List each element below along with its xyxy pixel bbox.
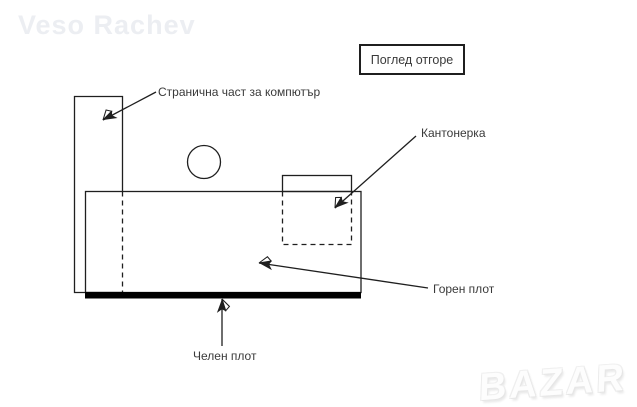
side-panel-outline bbox=[73, 95, 124, 294]
front-panel-bar bbox=[85, 292, 361, 299]
top-panel-outline bbox=[84, 190, 362, 294]
author-watermark: Veso Rachev bbox=[18, 10, 196, 40]
view-title-box: Поглед отгоре bbox=[359, 44, 465, 75]
leader-arrow-side-panel bbox=[102, 91, 157, 121]
leader-arrow-top-panel bbox=[258, 256, 429, 289]
cabinet-label: Кантонерка bbox=[421, 126, 486, 140]
side-panel-label: Странична част за компютър bbox=[158, 85, 321, 99]
top-panel-label: Горен плот bbox=[433, 282, 495, 296]
cabinet-hidden-outline bbox=[281, 191, 353, 246]
cabinet-back-outline bbox=[281, 174, 353, 193]
grommet-hole-circle bbox=[186, 144, 222, 180]
view-title-label: Поглед отгоре bbox=[370, 52, 454, 67]
leader-arrow-cabinet bbox=[334, 135, 417, 209]
front-panel-label: Челен плот bbox=[193, 349, 257, 363]
